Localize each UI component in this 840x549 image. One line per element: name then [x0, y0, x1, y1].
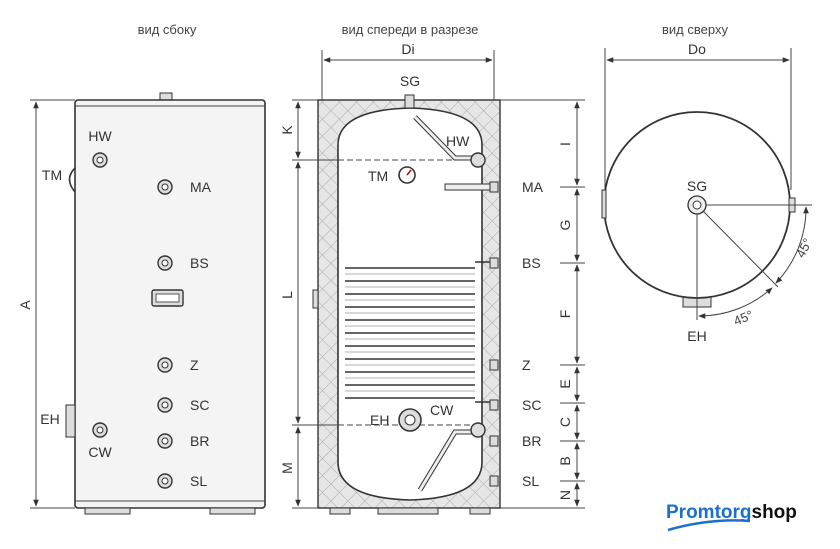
angle-label-2: 45°: [731, 307, 755, 328]
side-label-sc: SC: [190, 397, 209, 413]
logo-part2: shop: [752, 502, 797, 523]
front-view: Di SG HW TM EH CW MA BS Z SC BR SL K L M: [279, 41, 585, 515]
top-view: Do SG EH 45° 45°: [601, 41, 815, 344]
front-label-hw: HW: [446, 133, 470, 149]
dim-e-label: E: [557, 379, 573, 388]
top-label-eh: EH: [687, 328, 706, 344]
side-view-title: вид сбоку: [138, 22, 197, 37]
front-label-cw: CW: [430, 402, 454, 418]
logo-part1: Promtorg: [666, 502, 752, 523]
front-label-br: BR: [522, 433, 541, 449]
angle-label-1: 45°: [793, 236, 815, 260]
dim-i-label: I: [557, 142, 573, 146]
side-label-bs: BS: [190, 255, 209, 271]
dim-di-label: Di: [401, 41, 414, 57]
side-label-cw: CW: [88, 444, 112, 460]
dim-c-label: C: [557, 417, 573, 427]
front-label-sc: SC: [522, 397, 541, 413]
front-label-sg: SG: [400, 73, 420, 89]
side-label-z: Z: [190, 357, 199, 373]
front-label-z: Z: [522, 357, 531, 373]
side-view: A HW TM MA BS Z SC EH BR CW SL: [17, 92, 266, 515]
dim-n-label: N: [557, 490, 573, 500]
dim-k-label: K: [279, 125, 295, 135]
front-label-tm: TM: [368, 168, 388, 184]
dim-m-label: M: [279, 462, 295, 474]
dim-a-label: A: [17, 300, 33, 310]
side-label-tm: TM: [42, 167, 62, 183]
top-label-sg: SG: [687, 178, 707, 194]
dim-g-label: G: [557, 220, 573, 231]
side-connectors: [92, 152, 173, 489]
side-label-eh: EH: [40, 411, 59, 427]
top-view-title: вид сверху: [662, 22, 728, 37]
dim-f-label: F: [557, 310, 573, 319]
side-label-hw: HW: [88, 128, 112, 144]
side-label-sl: SL: [190, 473, 207, 489]
front-label-eh: EH: [370, 412, 389, 428]
side-label-ma: MA: [190, 179, 212, 195]
front-label-bs: BS: [522, 255, 541, 271]
svg-text:Promtorgshop: Promtorgshop: [666, 502, 797, 523]
front-view-title: вид спереди в разрезе: [342, 22, 479, 37]
front-label-ma: MA: [522, 179, 544, 195]
dim-b-label: B: [557, 456, 573, 465]
front-label-sl: SL: [522, 473, 539, 489]
promtorgshop-logo: Promtorgshop: [666, 502, 797, 532]
dim-l-label: L: [279, 291, 295, 299]
side-label-br: BR: [190, 433, 209, 449]
dim-do-label: Do: [688, 41, 706, 57]
